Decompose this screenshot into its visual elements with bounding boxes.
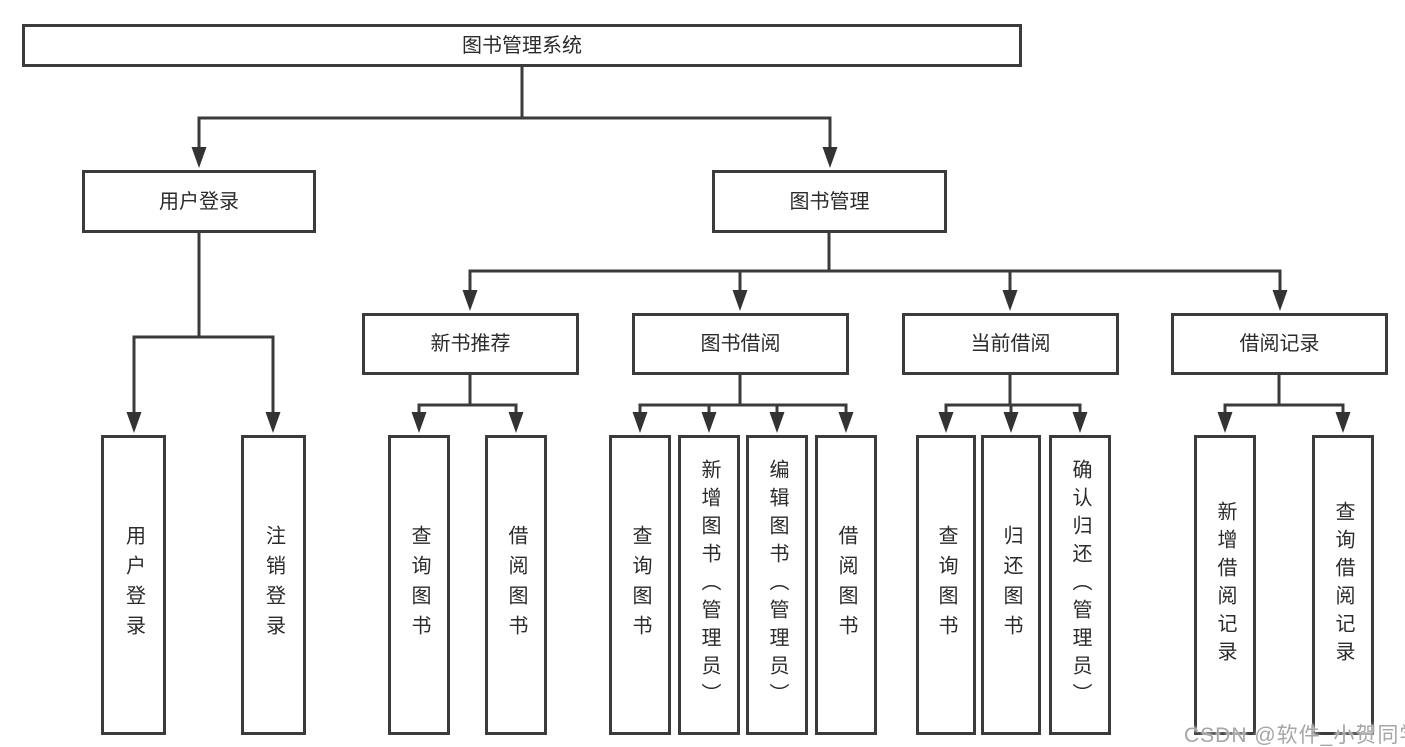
leaf-query-borrow-record: 查询借阅记录 [1312, 435, 1374, 735]
node-borrowing-records: 借阅记录 [1171, 313, 1388, 375]
leaf-label: 新增图书（管理员） [698, 459, 720, 711]
leaf-add-books-admin: 新增图书（管理员） [678, 435, 740, 735]
leaf-label: 注销登录 [262, 525, 285, 645]
leaf-label: 查询借阅记录 [1332, 501, 1354, 669]
leaf-label: 用户登录 [122, 525, 145, 645]
leaf-borrow-books: 借阅图书 [815, 435, 877, 735]
leaf-logout: 注销登录 [241, 435, 306, 735]
leaf-label: 查询图书 [408, 525, 430, 645]
leaf-label: 新增借阅记录 [1214, 501, 1236, 669]
leaf-add-borrow-record: 新增借阅记录 [1194, 435, 1256, 735]
node-new-book-recommendation: 新书推荐 [362, 313, 579, 375]
node-book-borrowing: 图书借阅 [632, 313, 849, 375]
node-label: 图书管理系统 [462, 34, 582, 57]
leaf-query-books-current: 查询图书 [916, 435, 976, 735]
node-label: 图书借阅 [700, 333, 781, 355]
leaf-label: 编辑图书（管理员） [766, 459, 788, 711]
node-label: 用户登录 [159, 190, 239, 213]
leaf-query-books-recommend: 查询图书 [388, 435, 450, 735]
leaf-confirm-return-admin: 确认归还（管理员） [1049, 435, 1111, 735]
leaf-label: 查询图书 [629, 525, 651, 645]
node-library-system: 图书管理系统 [22, 24, 1022, 67]
leaf-return-books: 归还图书 [981, 435, 1041, 735]
node-book-management: 图书管理 [712, 170, 947, 233]
leaf-label: 查询图书 [935, 525, 957, 645]
watermark: CSDN @软件_小贺同学 [1184, 724, 1405, 747]
node-current-borrowing: 当前借阅 [902, 313, 1119, 375]
node-label: 新书推荐 [430, 333, 511, 355]
leaf-label: 归还图书 [1000, 525, 1022, 645]
leaf-label: 借阅图书 [835, 525, 857, 645]
leaf-query-books-borrow: 查询图书 [609, 435, 671, 735]
leaf-label: 借阅图书 [505, 525, 527, 645]
leaf-label: 确认归还（管理员） [1069, 459, 1091, 711]
node-user-login: 用户登录 [82, 170, 316, 233]
leaf-borrow-books-recommend: 借阅图书 [485, 435, 547, 735]
leaf-user-login: 用户登录 [101, 435, 166, 735]
node-label: 图书管理 [789, 190, 870, 213]
node-label: 当前借阅 [970, 333, 1051, 355]
node-label: 借阅记录 [1239, 333, 1320, 355]
leaf-edit-books-admin: 编辑图书（管理员） [746, 435, 808, 735]
